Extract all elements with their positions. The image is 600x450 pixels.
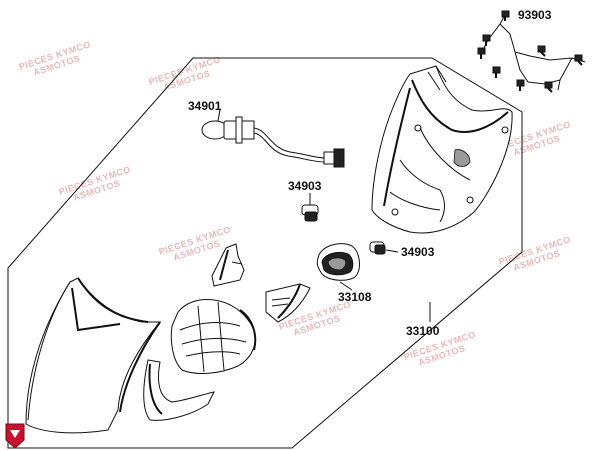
bolt-icon xyxy=(544,81,553,93)
brand-badge xyxy=(5,423,25,449)
bolt-icon xyxy=(574,54,583,66)
bolt-icon xyxy=(501,10,510,21)
lower-trim xyxy=(143,359,215,421)
bolt-icon xyxy=(482,34,491,46)
front-cowl-frame xyxy=(25,277,162,434)
mounting-bracket xyxy=(211,243,245,287)
bolt-icon xyxy=(516,79,525,91)
headlight-lens xyxy=(170,299,257,374)
callout-93903: 93903 xyxy=(518,8,552,22)
bolt-icon xyxy=(537,45,546,57)
bulb-socket xyxy=(301,204,319,222)
callout-33100: 33100 xyxy=(406,324,440,338)
callout-33108: 33108 xyxy=(338,290,372,304)
headlight-housing xyxy=(371,65,513,234)
headlight-bulb xyxy=(201,116,345,168)
callout-34901: 34901 xyxy=(188,99,222,113)
turn-signal-lens xyxy=(265,283,311,323)
callout-34903: 34903 xyxy=(288,179,322,193)
bolt-icon xyxy=(477,47,486,59)
bolt-icon xyxy=(492,66,501,78)
assembly-boundary xyxy=(7,57,523,449)
bulb-socket xyxy=(369,241,386,255)
bolt-set xyxy=(477,10,586,93)
callout-34903: 34903 xyxy=(401,245,435,259)
lamp-unit xyxy=(316,243,360,281)
